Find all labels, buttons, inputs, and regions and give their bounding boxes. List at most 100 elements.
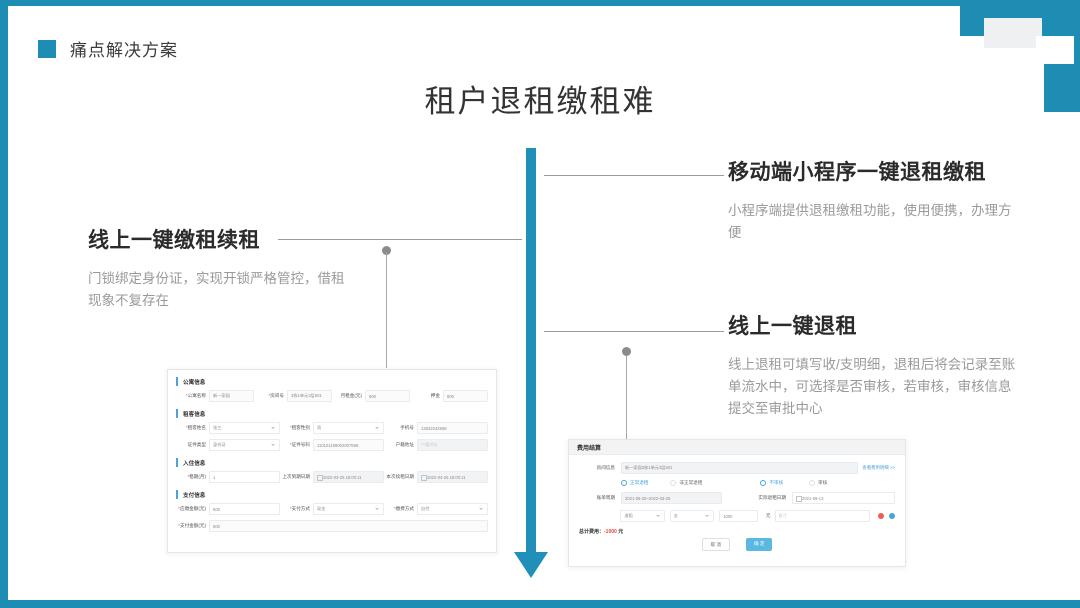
form-field-input[interactable]: 2022-04-25 18:00:11 — [417, 471, 488, 483]
form-field: *应缴金额(元)600 — [176, 503, 280, 515]
form-field-input[interactable]: 户籍地址 — [417, 439, 488, 451]
connector-rule-right-top — [544, 175, 724, 176]
form-field-label: 押金 — [410, 393, 440, 399]
form-field-input[interactable]: 500 — [209, 520, 488, 532]
radio-icon-abnormal-exit[interactable] — [670, 480, 677, 486]
form-field-label: 本次续租日期 — [384, 474, 414, 480]
section-bar-icon — [176, 377, 178, 386]
settlement-header-title: 费用结算 — [577, 445, 602, 452]
radio-normal-exit[interactable]: 正常退租 — [621, 480, 648, 486]
entry-remark-input[interactable]: 备注 — [774, 510, 871, 522]
radio-abnormal-exit[interactable]: 非正常退租 — [670, 480, 702, 486]
callout-right-bottom-body: 线上退租可填写收/支明细，退租后将会记录至账单流水中，可选择是否审核，若审核，审… — [728, 357, 1016, 416]
form-field: 证件类型身份证 — [176, 439, 280, 451]
detail-link[interactable]: 查看费用明细 >> — [862, 465, 895, 470]
required-asterisk-icon: * — [289, 425, 292, 430]
form-field-input[interactable]: 现金 — [313, 503, 384, 515]
timeline-arrow-head — [514, 552, 548, 578]
connector-rule-left — [278, 239, 522, 240]
form-field-label: 月租金(元) — [332, 393, 362, 399]
form-field-label: 手机号 — [384, 425, 414, 431]
radio-icon-normal-exit[interactable] — [621, 480, 627, 486]
form-field-label: *租客姓名 — [176, 425, 206, 431]
required-asterisk-icon: * — [289, 506, 292, 511]
entry-type-select[interactable]: 退租 — [620, 510, 665, 522]
form-field-label: 证件类型 — [176, 442, 206, 448]
callout-right-top: 移动端小程序一键退租缴租 小程序端提供退租缴租功能，使用便携，办理方便 — [728, 156, 1018, 244]
cycle-input[interactable]: 2021-06-25~2022-03-25 — [621, 492, 722, 504]
form-field: *租客性别男 — [280, 422, 384, 434]
form-field: *支付金额(元)500 — [176, 520, 488, 532]
form-field-input[interactable]: 男 — [313, 422, 384, 434]
form-field-input[interactable]: 13632242658 — [417, 422, 488, 434]
form-field-input[interactable]: 身份证 — [209, 439, 280, 451]
form-field: 户籍地址户籍地址 — [384, 439, 488, 451]
settlement-screenshot: 费用结算 房间信息 新一家园3栋1单元3层501 查看费用明细 >> 正常退租 … — [568, 439, 906, 567]
entry-row: 退租 支 1000 元 备注 — [579, 510, 895, 522]
connector-rule-right-bottom — [544, 331, 724, 332]
form-field-input[interactable]: 3栋1单元3层501 — [287, 390, 332, 402]
header-title: 痛点解决方案 — [70, 41, 178, 60]
actual-label: 实际退租日期 — [758, 495, 786, 500]
form-field-input[interactable]: 2022-03-25 18:00:11 — [313, 471, 384, 483]
total-label: 总计费用： — [579, 529, 605, 535]
radio-audit[interactable]: 审核 — [809, 480, 827, 486]
plus-circle-icon[interactable] — [889, 513, 895, 519]
form-field-label-text: 月租金(元) — [340, 393, 362, 398]
minus-circle-icon[interactable] — [878, 513, 885, 519]
room-input[interactable]: 新一家园3栋1单元3层501 — [621, 462, 858, 474]
form-field-input[interactable]: 1 — [209, 471, 280, 483]
form-row: *支付金额(元)500 — [168, 520, 496, 532]
section-bar-icon — [176, 409, 178, 418]
form-field-label: *证件号码 — [280, 442, 310, 448]
radio-icon-no-audit[interactable] — [760, 480, 767, 486]
form-field: *缴费方式自付 — [384, 503, 488, 515]
form-field-input[interactable]: 张三 — [209, 422, 280, 434]
callout-left-title: 线上一键缴租续租 — [88, 229, 260, 252]
required-asterisk-icon: * — [178, 523, 180, 528]
entry-amount-input[interactable]: 1000 — [719, 510, 758, 522]
actual-date-input[interactable]: 2021-09-13 — [792, 492, 895, 504]
section-bar-icon — [176, 490, 178, 499]
form-field-input[interactable]: 600 — [365, 390, 410, 402]
cancel-button[interactable]: 取 消 — [701, 538, 730, 551]
form-field: *公寓名称新一家园 — [176, 390, 254, 402]
form-field-input[interactable]: 新一家园 — [209, 390, 254, 402]
form-field-input[interactable]: 600 — [443, 390, 488, 402]
top-border — [0, 0, 1080, 6]
callout-right-top-body: 小程序端提供退租缴租功能，使用便携，办理方便 — [728, 203, 1012, 240]
settlement-body: 房间信息 新一家园3栋1单元3层501 查看费用明细 >> 正常退租 非正常退租… — [569, 455, 905, 551]
required-asterisk-icon: * — [268, 393, 271, 398]
confirm-button[interactable]: 确 定 — [746, 538, 773, 551]
square-marker-icon — [38, 39, 56, 58]
form-field-label-text: 支付方式 — [291, 506, 310, 511]
form-section-header: 公寓信息 — [176, 377, 496, 386]
connector-dot-left — [382, 246, 391, 255]
room-row: 房间信息 新一家园3栋1单元3层501 查看费用明细 >> — [579, 462, 895, 474]
radio-no-audit[interactable]: 不审核 — [760, 480, 783, 486]
required-asterisk-icon: * — [187, 474, 190, 479]
form-field-label-text: 支付金额(元) — [179, 523, 206, 528]
form-field-label-text: 租期(月) — [189, 474, 206, 479]
entry-direction-select[interactable]: 支 — [669, 510, 715, 522]
form-field-input[interactable]: 自付 — [417, 503, 488, 515]
radio-icon-audit[interactable] — [809, 480, 816, 486]
radio-row: 正常退租 非正常退租 不审核 审核 — [579, 480, 895, 486]
form-field-input[interactable]: 110101199002007568 — [313, 439, 384, 451]
form-field-input[interactable]: 600 — [209, 503, 280, 515]
total-row: 总计费用：-1000 元 — [579, 528, 895, 535]
form-field-label: *缴费方式 — [384, 506, 414, 512]
form-field-label: *公寓名称 — [176, 393, 206, 399]
callout-right-bottom: 线上一键退租 线上退租可填写收/支明细，退租后将会记录至账单流水中，可选择是否审… — [728, 310, 1018, 420]
connector-drop-left — [386, 252, 387, 368]
